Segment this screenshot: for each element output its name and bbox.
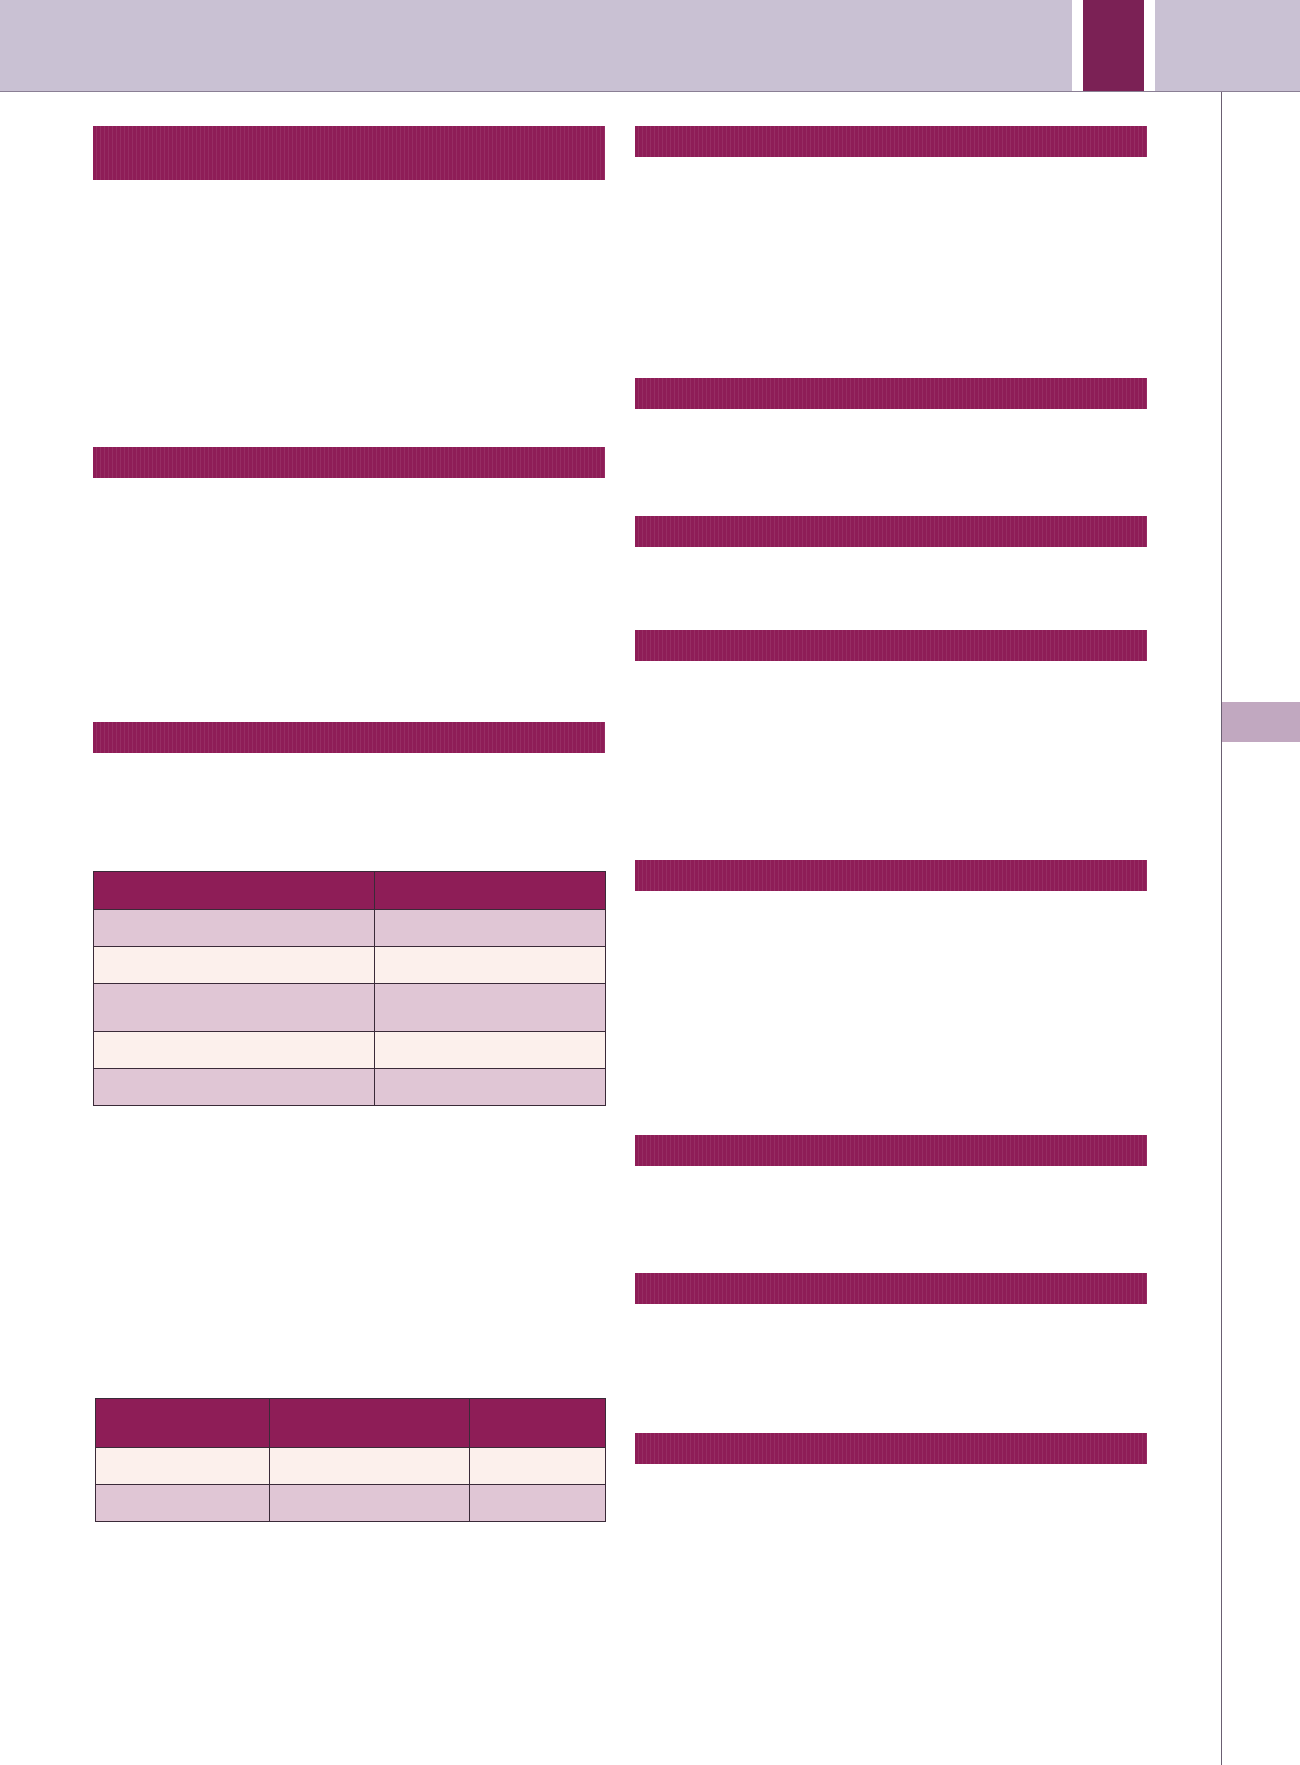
table-row xyxy=(93,983,606,1032)
section-heading-bar xyxy=(635,378,1147,409)
section-heading-bar xyxy=(93,722,605,753)
table-cell xyxy=(374,1031,606,1069)
table-header-cell xyxy=(469,1398,606,1448)
table-cell xyxy=(93,909,375,947)
table-cell xyxy=(93,1068,375,1106)
table-header-cell xyxy=(93,871,375,910)
section-heading-bar xyxy=(635,516,1147,547)
table-row xyxy=(95,1447,606,1485)
data-table-1 xyxy=(93,871,606,1106)
table-cell xyxy=(469,1484,606,1522)
table-header-row xyxy=(95,1398,606,1448)
table-cell xyxy=(469,1447,606,1485)
table-cell xyxy=(374,909,606,947)
header-separator xyxy=(1144,0,1155,91)
section-heading-bar xyxy=(93,126,605,180)
table-cell xyxy=(95,1484,270,1522)
table-row xyxy=(93,1068,606,1106)
table-cell xyxy=(93,983,375,1032)
section-heading-bar xyxy=(635,860,1147,891)
data-table-2 xyxy=(95,1398,606,1522)
table-cell xyxy=(95,1447,270,1485)
section-heading-bar xyxy=(635,1135,1147,1166)
margin-rule xyxy=(1221,92,1222,1765)
table-cell xyxy=(374,983,606,1032)
table-header-cell xyxy=(269,1398,470,1448)
table-header-cell xyxy=(374,871,606,910)
table-row xyxy=(93,946,606,984)
table-cell xyxy=(374,946,606,984)
table-row xyxy=(93,1031,606,1069)
chapter-tab xyxy=(1083,0,1144,91)
section-heading-bar xyxy=(635,126,1147,157)
thumb-index-tab xyxy=(1222,702,1300,742)
table-cell xyxy=(269,1447,470,1485)
table-cell xyxy=(93,946,375,984)
header-separator xyxy=(1072,0,1083,91)
section-heading-bar xyxy=(93,447,605,478)
table-row xyxy=(95,1484,606,1522)
section-heading-bar xyxy=(635,1433,1147,1464)
header-rule xyxy=(0,91,1300,92)
section-heading-bar xyxy=(635,630,1147,661)
table-cell xyxy=(93,1031,375,1069)
table-header-cell xyxy=(95,1398,270,1448)
table-cell xyxy=(374,1068,606,1106)
section-heading-bar xyxy=(635,1273,1147,1304)
table-row xyxy=(93,909,606,947)
table-cell xyxy=(269,1484,470,1522)
table-header-row xyxy=(93,871,606,910)
